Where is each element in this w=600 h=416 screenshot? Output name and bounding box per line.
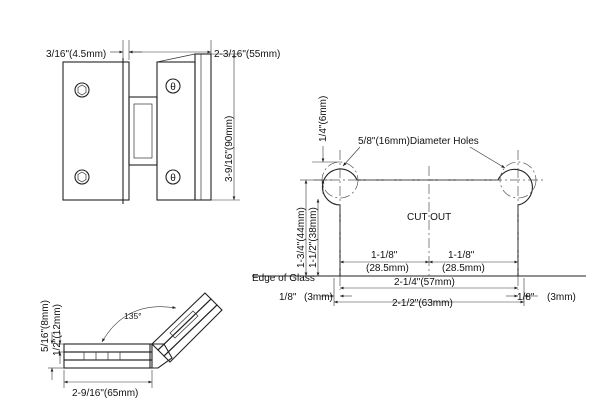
front-top-left-dim: 3/16"(4.5mm) — [46, 49, 106, 60]
front-height-dim: 3-9/16"(90mm) — [224, 116, 235, 182]
right-gap-in: 1/8" — [517, 292, 535, 303]
left-gap-in: 1/8" — [279, 292, 297, 303]
side-bottom-dim: 2-9/16"(65mm) — [72, 388, 138, 399]
screw-top-right: θ — [165, 78, 181, 94]
left-half-in: 1-1/8" — [371, 250, 398, 261]
screw-top-left — [74, 82, 90, 98]
left-gap-mm: (3mm) — [304, 292, 333, 303]
front-view: θ θ 3/16"(4.5mm) 2-3/16"(55mm) 3-9/16"(9… — [46, 40, 280, 204]
holes-label: 5/8"(16mm)Diameter Holes — [358, 136, 479, 147]
cutout-label: CUT OUT — [407, 212, 451, 223]
side-vert-dim-1: 5/16"(8mm) — [40, 300, 51, 352]
cutout-top-dim: 1/4"(6mm) — [318, 96, 329, 142]
right-gap-mm: (3mm) — [547, 292, 576, 303]
hinge-barrel — [128, 96, 158, 166]
left-half-mm: (28.5mm) — [366, 263, 409, 274]
side-angle-label: 135° — [124, 311, 142, 321]
svg-text:θ: θ — [170, 82, 176, 93]
right-half-mm: (28.5mm) — [442, 263, 485, 274]
side-view: 135° 5/16"(8mm) 1/2"(12mm) 2-9/16"(65mm) — [40, 292, 223, 399]
right-plate — [156, 61, 196, 201]
side-vert-dim-2: 1/2"(12mm) — [52, 304, 63, 356]
screw-bottom-left — [74, 169, 90, 185]
right-half-in: 1-1/8" — [448, 250, 475, 261]
svg-text:θ: θ — [170, 173, 176, 184]
cutout-view: 1/4"(6mm) 5/8"(16mm)Diameter Holes CUT O… — [252, 96, 586, 309]
cutout-vert-dim-2: 1-1/2"(38mm) — [308, 207, 319, 268]
center-span-dim: 2-1/4"(57mm) — [394, 277, 455, 288]
front-top-right-dim: 2-3/16"(55mm) — [214, 49, 280, 60]
total-width-dim: 2-1/2"(63mm) — [392, 298, 453, 309]
left-plate — [62, 61, 130, 201]
edge-of-glass-label: Edge of Glass — [252, 273, 315, 284]
screw-bottom-right: θ — [165, 169, 181, 185]
cutout-vert-dim-1: 1-3/4"(44mm) — [296, 207, 307, 268]
